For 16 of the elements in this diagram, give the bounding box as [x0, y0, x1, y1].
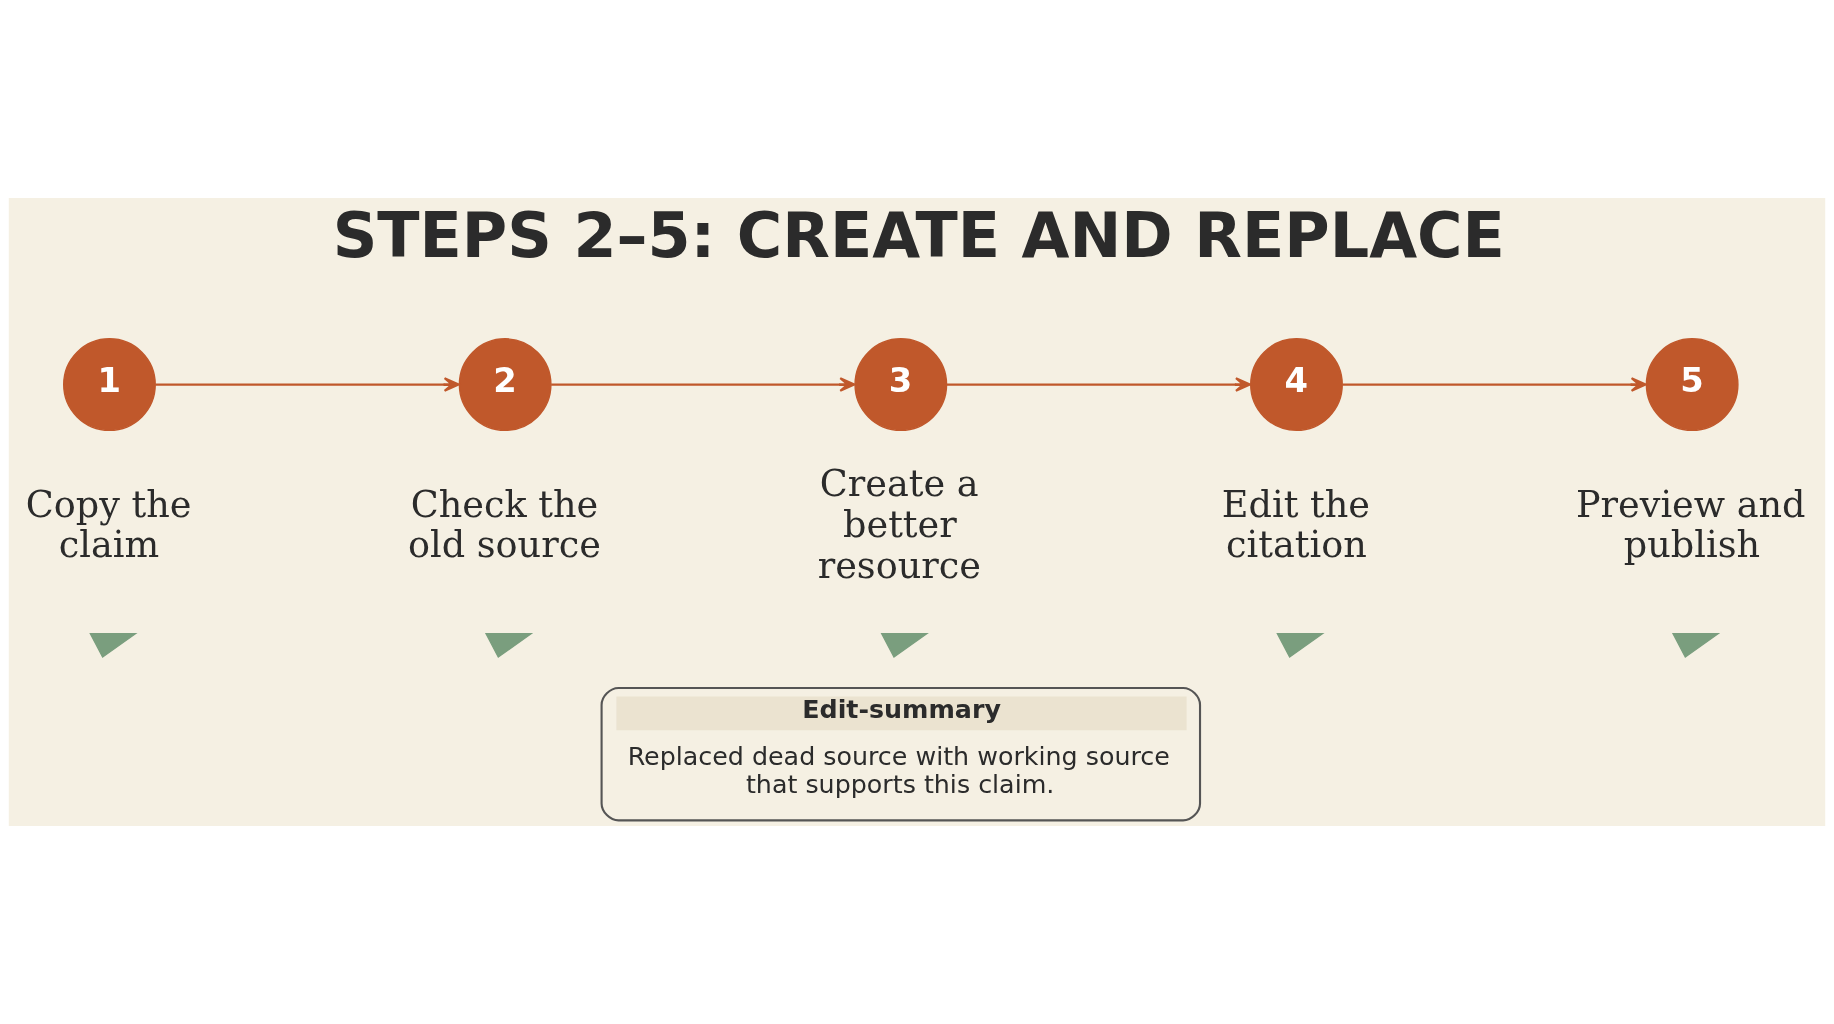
arrow — [155, 377, 460, 392]
diagram-title: STEPS 2–5: CREATE AND REPLACE — [332, 199, 1505, 273]
node-circle: 2 — [458, 338, 552, 432]
node-label: Edit the citation — [1221, 482, 1370, 567]
node-label: Copy the claim — [25, 482, 192, 567]
node-label: Preview and publish — [1575, 482, 1806, 567]
node-label: Create a better resource — [817, 462, 981, 587]
node-label: Check the old source — [407, 482, 601, 567]
node-box: Edit-summary Replaced dead source with working source that supports this claim. — [600, 686, 1202, 822]
arrow — [1342, 377, 1647, 392]
node-circle: 4 — [1250, 338, 1343, 432]
arrow — [946, 377, 1252, 392]
node-circle: 5 — [1645, 338, 1739, 432]
arrow — [551, 377, 856, 392]
node-circle: 3 — [854, 338, 948, 432]
node-circle: 1 — [63, 338, 156, 432]
